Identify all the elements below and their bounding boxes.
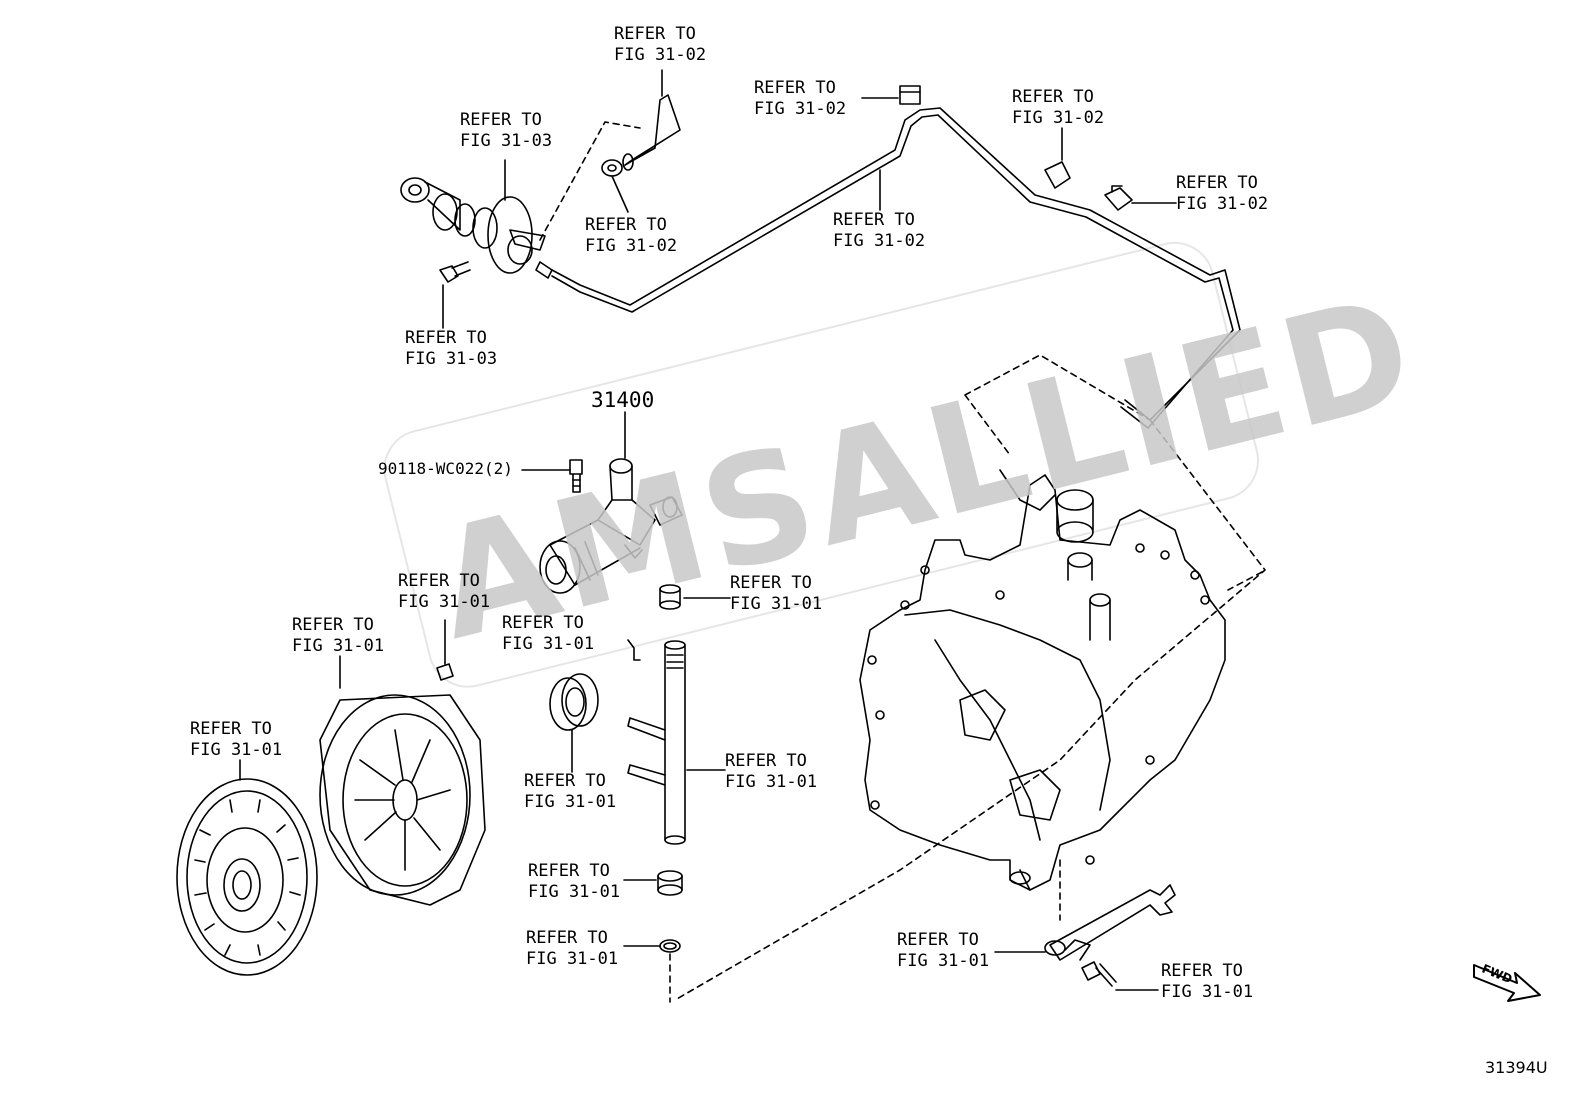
callout-clutch-disc[interactable]: REFER TO FIG 31-01: [190, 719, 282, 761]
callout-clamp-right-2[interactable]: REFER TO FIG 31-02: [1176, 173, 1268, 215]
callout-line2: FIG 31-02: [614, 45, 707, 65]
callout-release-fork[interactable]: REFER TO FIG 31-01: [897, 930, 989, 972]
clamp-top: [899, 85, 921, 105]
clamp-right-2: [1104, 185, 1133, 211]
callout-release-cylinder[interactable]: REFER TO FIG 31-03: [460, 110, 552, 152]
part-number-bolt[interactable]: 90118-WC022(2): [378, 459, 513, 478]
callout-line2: FIG 31-02: [585, 236, 678, 256]
callout-line2: FIG 31-01: [502, 634, 595, 654]
bushing-lower: [657, 870, 683, 896]
callout-line2: FIG 31-02: [1176, 194, 1269, 214]
callout-pipe-top[interactable]: REFER TO FIG 31-02: [614, 24, 706, 66]
callout-line1: REFER TO: [292, 615, 374, 635]
callout-line1: REFER TO: [754, 78, 836, 98]
callout-shaft[interactable]: REFER TO FIG 31-01: [725, 751, 817, 793]
release-fork: [1044, 884, 1176, 961]
figure-number: 31394U: [1485, 1058, 1548, 1077]
callout-tube[interactable]: REFER TO FIG 31-02: [833, 210, 925, 252]
bolt-small-top: [439, 261, 471, 283]
oil-seal: [659, 939, 681, 953]
callout-pin[interactable]: REFER TO FIG 31-01: [502, 613, 594, 655]
callout-line2: FIG 31-01: [528, 882, 621, 902]
callout-line2: FIG 31-01: [292, 636, 385, 656]
release-bearing: [549, 673, 599, 731]
callout-line1: REFER TO: [897, 930, 979, 950]
callout-line2: FIG 31-01: [1161, 982, 1254, 1002]
transaxle-case: [859, 469, 1226, 891]
bolt-90118: [569, 459, 583, 493]
callout-line1: REFER TO: [1176, 173, 1258, 193]
callout-bolt-top[interactable]: REFER TO FIG 31-03: [405, 328, 497, 370]
callout-line1: REFER TO: [398, 571, 480, 591]
callout-oil-seal[interactable]: REFER TO FIG 31-01: [526, 928, 618, 970]
callout-line1: REFER TO: [190, 719, 272, 739]
callout-line1: REFER TO: [528, 861, 610, 881]
callout-line1: REFER TO: [1161, 961, 1243, 981]
callout-line2: FIG 31-01: [526, 949, 619, 969]
callout-line1: REFER TO: [526, 928, 608, 948]
callout-line1: REFER TO: [585, 215, 667, 235]
callout-bolt-left[interactable]: REFER TO FIG 31-01: [398, 571, 490, 613]
callout-line2: FIG 31-01: [398, 592, 491, 612]
callout-line2: FIG 31-01: [897, 951, 990, 971]
clutch-disc: [176, 778, 318, 976]
callout-line2: FIG 31-02: [833, 231, 926, 251]
part-number-31400[interactable]: 31400: [591, 388, 655, 412]
callout-clamp-top[interactable]: REFER TO FIG 31-02: [754, 78, 846, 120]
callout-clamp-right-1[interactable]: REFER TO FIG 31-02: [1012, 87, 1104, 129]
callout-line1: REFER TO: [833, 210, 915, 230]
clamp-right-1: [1044, 161, 1071, 189]
callout-line2: FIG 31-02: [1012, 108, 1105, 128]
callout-line1: REFER TO: [405, 328, 487, 348]
callout-line2: FIG 31-01: [190, 740, 283, 760]
callout-bushing-upper[interactable]: REFER TO FIG 31-01: [730, 573, 822, 615]
callout-bushing-lower[interactable]: REFER TO FIG 31-01: [528, 861, 620, 903]
clutch-cover: [319, 694, 486, 906]
callout-line1: REFER TO: [502, 613, 584, 633]
pipe-bend-top: [622, 94, 681, 171]
callout-line1: REFER TO: [730, 573, 812, 593]
callout-line1: REFER TO: [1012, 87, 1094, 107]
clip-small: [601, 159, 623, 177]
callout-line2: FIG 31-02: [754, 99, 847, 119]
callout-line1: REFER TO: [614, 24, 696, 44]
release-cylinder-top: [400, 177, 553, 279]
bushing-upper: [659, 584, 681, 610]
callout-line1: REFER TO: [524, 771, 606, 791]
callout-clip-small[interactable]: REFER TO FIG 31-02: [585, 215, 677, 257]
callout-release-bearing[interactable]: REFER TO FIG 31-01: [524, 771, 616, 813]
bolt-small-left: [436, 619, 454, 681]
callout-line1: REFER TO: [725, 751, 807, 771]
callout-line2: FIG 31-01: [524, 792, 617, 812]
callout-line1: REFER TO: [460, 110, 542, 130]
callout-clutch-cover[interactable]: REFER TO FIG 31-01: [292, 615, 384, 657]
clutch-line-tube: [551, 107, 1241, 429]
release-cylinder-31400: [539, 458, 683, 594]
callout-fork-bolt[interactable]: REFER TO FIG 31-01: [1161, 961, 1253, 1003]
release-shaft: [627, 640, 686, 845]
callout-line2: FIG 31-01: [730, 594, 823, 614]
callout-line2: FIG 31-03: [460, 131, 553, 151]
callout-line2: FIG 31-03: [405, 349, 498, 369]
fwd-arrow-icon: FWD: [1473, 962, 1541, 1002]
bolt-fork: [1081, 961, 1117, 987]
callout-line2: FIG 31-01: [725, 772, 818, 792]
